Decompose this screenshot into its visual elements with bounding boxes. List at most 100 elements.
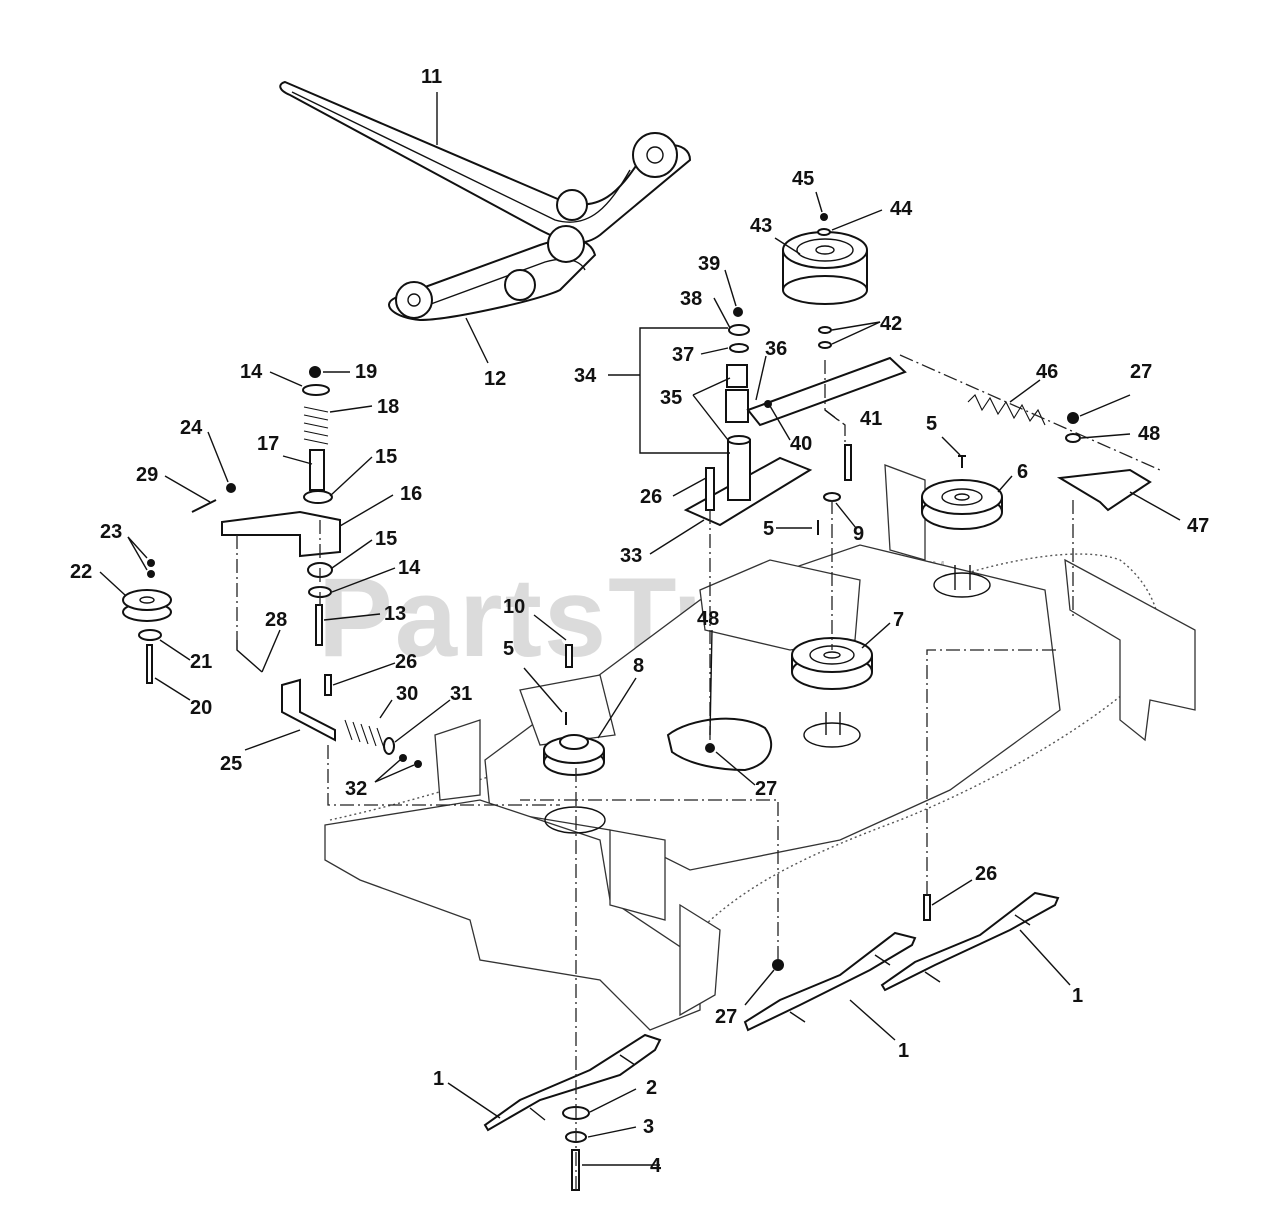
callout-10: 10 bbox=[503, 596, 525, 618]
blade-right bbox=[880, 891, 1060, 992]
callout-leaders bbox=[99, 92, 1181, 1166]
callout-32: 32 bbox=[345, 778, 367, 800]
left-spindle-housing bbox=[544, 806, 606, 834]
right-spindle-shaft bbox=[954, 565, 971, 590]
callout-16: 16 bbox=[400, 483, 422, 505]
callout-26-left: 26 bbox=[395, 651, 417, 673]
deck-pulleys bbox=[543, 455, 1003, 776]
callout-26-idler: 26 bbox=[640, 486, 662, 508]
assembly-center-lines bbox=[236, 354, 1161, 1190]
idler-arm-36 bbox=[746, 356, 907, 427]
nut-27-bracket bbox=[1067, 412, 1079, 424]
bolt-20 bbox=[146, 644, 153, 684]
callout-29: 29 bbox=[136, 464, 158, 486]
callout-26-blade: 26 bbox=[975, 863, 997, 885]
bolt-26-blade bbox=[923, 894, 931, 921]
callout-9: 9 bbox=[853, 523, 864, 545]
rod-28 bbox=[236, 640, 263, 673]
callout-38: 38 bbox=[680, 288, 702, 310]
callout-37: 37 bbox=[672, 344, 694, 366]
callout-33: 33 bbox=[620, 545, 642, 567]
callout-5-right: 5 bbox=[926, 413, 937, 435]
callout-1-right: 1 bbox=[1072, 985, 1083, 1007]
callout-27-plate: 27 bbox=[755, 778, 777, 800]
callout-23: 23 bbox=[100, 521, 122, 543]
callout-1-middle: 1 bbox=[898, 1040, 909, 1062]
mower-deck-housing bbox=[324, 464, 1196, 1031]
bushing-35-upper bbox=[725, 389, 749, 423]
deck-rear-bracket bbox=[519, 674, 616, 746]
deck-front-bracket bbox=[609, 829, 666, 921]
callout-20: 20 bbox=[190, 697, 212, 719]
callout-15-upper: 15 bbox=[375, 446, 397, 468]
deck-front-left-skirt bbox=[324, 799, 701, 1031]
nut-19 bbox=[309, 366, 321, 378]
nut-32a bbox=[399, 754, 407, 762]
callout-48-plate: 48 bbox=[697, 608, 719, 630]
deck-skirt-outline bbox=[329, 553, 1161, 931]
deck-left-bracket bbox=[434, 719, 481, 801]
washer-31 bbox=[383, 737, 395, 755]
deck-baffle bbox=[699, 559, 861, 651]
belt-pulley-top-right bbox=[632, 132, 678, 178]
pulley-6 bbox=[921, 479, 1003, 530]
callout-35: 35 bbox=[660, 387, 682, 409]
washer-14-top bbox=[302, 384, 330, 396]
callout-14-lower: 14 bbox=[398, 557, 421, 579]
callout-11: 11 bbox=[421, 66, 442, 88]
deck-top-plate bbox=[484, 544, 1061, 871]
callout-41: 41 bbox=[860, 408, 882, 430]
callout-8: 8 bbox=[633, 655, 644, 677]
spring-30 bbox=[344, 719, 385, 749]
callout-1-left: 1 bbox=[433, 1068, 444, 1090]
left-idler-linkage bbox=[122, 366, 422, 768]
bolt-13 bbox=[315, 604, 323, 646]
spring-46 bbox=[967, 394, 1046, 426]
callout-5-center: 5 bbox=[763, 518, 774, 540]
key-5-right bbox=[958, 455, 966, 468]
callout-40: 40 bbox=[790, 433, 812, 455]
nut-24 bbox=[226, 483, 236, 493]
callout-25: 25 bbox=[220, 753, 242, 775]
callout-6: 6 bbox=[1017, 461, 1028, 483]
callout-numbers: 11 12 19 14 18 17 15 16 15 14 13 24 29 2… bbox=[70, 66, 1209, 1177]
belt-11 bbox=[279, 80, 692, 244]
callout-34: 34 bbox=[574, 365, 597, 387]
bolt-26-idler bbox=[705, 467, 715, 511]
tube-17 bbox=[309, 449, 325, 491]
callout-48-spring: 48 bbox=[1138, 423, 1160, 445]
callout-44: 44 bbox=[890, 198, 913, 220]
callout-43: 43 bbox=[750, 215, 772, 237]
callout-39: 39 bbox=[698, 253, 720, 275]
belt-pulley-lower bbox=[504, 269, 536, 301]
washer-42b bbox=[818, 341, 832, 349]
washer-9 bbox=[823, 492, 841, 502]
nut-27-blade bbox=[772, 959, 784, 971]
spring-18 bbox=[303, 406, 329, 445]
callout-18: 18 bbox=[377, 396, 399, 418]
washer-21 bbox=[138, 629, 162, 641]
washer-37 bbox=[729, 343, 749, 353]
callout-31: 31 bbox=[450, 683, 472, 705]
nut-39 bbox=[733, 307, 743, 317]
callout-21: 21 bbox=[190, 651, 212, 673]
callout-4: 4 bbox=[650, 1155, 662, 1177]
callout-5-left: 5 bbox=[503, 638, 514, 660]
nut-32b bbox=[414, 760, 422, 768]
mower-blades bbox=[483, 891, 1060, 1191]
callout-19: 19 bbox=[355, 361, 377, 383]
drive-belts bbox=[279, 80, 692, 322]
washer-42a bbox=[818, 326, 832, 334]
bushing-15-upper bbox=[303, 490, 333, 504]
deck-right-front-bracket bbox=[679, 903, 721, 1017]
callout-30: 30 bbox=[396, 683, 418, 705]
callout-36: 36 bbox=[765, 338, 787, 360]
belt-11-inner-edge bbox=[291, 91, 631, 223]
callout-47: 47 bbox=[1187, 515, 1209, 537]
belt-pulley-upper bbox=[556, 189, 588, 221]
idler-arm-assembly bbox=[683, 307, 907, 527]
callout-46: 46 bbox=[1036, 361, 1058, 383]
bushing-35-top bbox=[726, 364, 748, 388]
washer-38 bbox=[728, 324, 750, 336]
